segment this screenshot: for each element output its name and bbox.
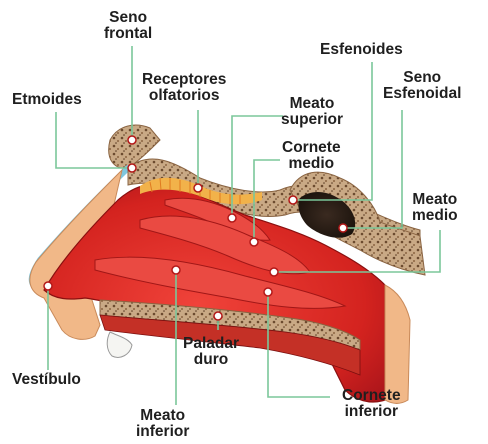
marker-vestibulo — [44, 282, 52, 290]
incisor-tooth — [107, 332, 132, 357]
marker-esfenoides — [289, 196, 297, 204]
label-cornete-inferior: Cornete inferior — [342, 388, 401, 420]
label-etmoides: Etmoides — [12, 92, 82, 108]
label-receptores-olfatorios: Receptores olfatorios — [142, 72, 226, 104]
pharynx-wall — [385, 285, 410, 403]
label-seno-esfenoidal: Seno Esfenoidal — [383, 70, 461, 102]
label-meato-superior: Meato superior — [281, 96, 343, 128]
marker-cornete-inferior — [264, 288, 272, 296]
marker-meato-medio — [270, 268, 278, 276]
label-seno-frontal: Seno frontal — [104, 10, 152, 42]
label-esfenoides: Esfenoides — [320, 42, 403, 58]
marker-meato-superior — [228, 214, 236, 222]
label-vestibulo: Vestíbulo — [12, 372, 81, 388]
label-paladar-duro: Paladar duro — [183, 336, 239, 368]
marker-receptores — [194, 184, 202, 192]
marker-cornete-medio — [250, 238, 258, 246]
label-meato-inferior: Meato inferior — [136, 408, 189, 440]
label-cornete-medio: Cornete medio — [282, 140, 341, 172]
marker-seno-esfenoidal — [339, 224, 347, 232]
marker-meato-inferior — [172, 266, 180, 274]
marker-etmoides — [128, 164, 136, 172]
label-meato-medio: Meato medio — [412, 192, 458, 224]
marker-seno-frontal — [128, 136, 136, 144]
marker-paladar — [214, 312, 222, 320]
